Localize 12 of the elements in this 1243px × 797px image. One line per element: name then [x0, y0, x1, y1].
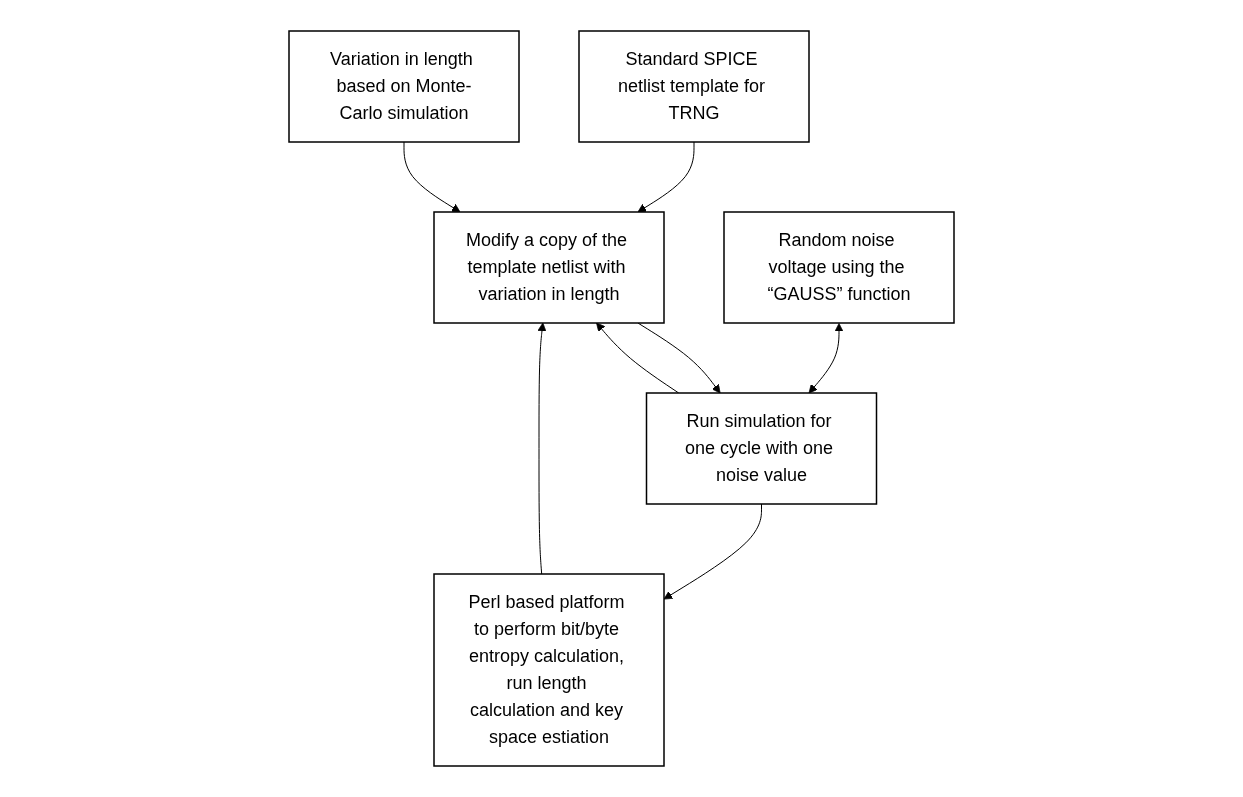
arrow [637, 322, 721, 394]
arrow [637, 141, 695, 213]
node-box: Random noise voltage using the “GAUSS” function [723, 211, 955, 324]
node-box: Standard SPICE netlist template for TRNG [578, 30, 810, 143]
node-box: Perl based platform to perform bit/byte entropy calculation, run length calculation and key space estiation [433, 573, 665, 767]
arrow [537, 322, 547, 575]
arrow [596, 322, 680, 394]
node-box: Variation in length based on Monte-Carlo simulation [288, 30, 520, 143]
arrow [808, 323, 844, 394]
node-box: Run simulation for one cycle with one noise value [645, 392, 878, 505]
node-box: Modify a copy of the template netlist with variation in length [433, 211, 665, 324]
arrow [403, 141, 461, 213]
